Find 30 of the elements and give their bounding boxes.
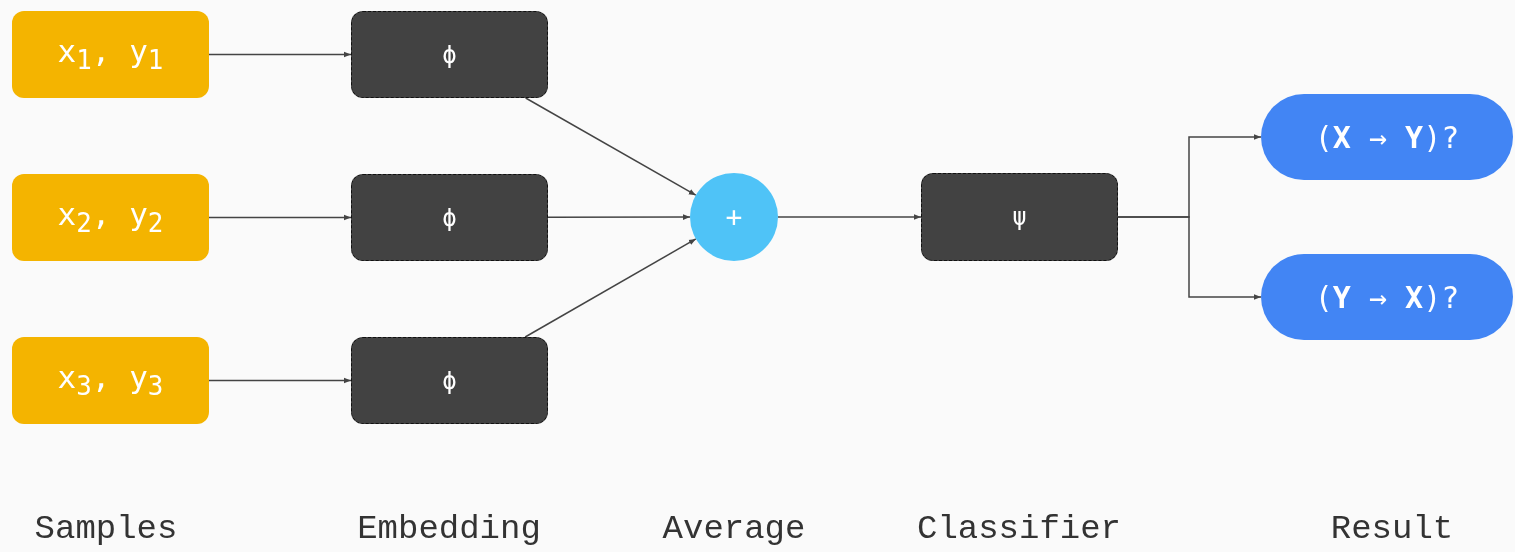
node-label: (X → Y)? [1314, 119, 1460, 155]
node-label: ϕ [442, 40, 457, 69]
node-label: x$_{2}$, y$_{2}$ [57, 196, 164, 239]
column-label: Average [662, 510, 806, 548]
arrow [208, 214, 352, 221]
column-label: Classifier [917, 510, 1121, 548]
node-label: x$_{3}$, y$_{3}$ [57, 359, 164, 402]
arrow [524, 238, 697, 338]
arrow [547, 214, 691, 220]
embedding-box [351, 174, 548, 261]
node-label: + [725, 200, 743, 234]
arrow [208, 51, 352, 58]
sample-box [12, 11, 209, 98]
node-label: ϕ [442, 203, 457, 232]
embedding-box [351, 11, 548, 98]
column-label: Samples [34, 510, 178, 548]
sample-box [12, 174, 209, 261]
node-label: x$_{1}$, y$_{1}$ [57, 33, 164, 76]
arrow [524, 97, 697, 196]
arrow [208, 377, 352, 384]
column-label: Embedding [357, 510, 541, 548]
column-label: Result [1330, 510, 1454, 548]
arrow [1117, 216, 1262, 300]
sample-box [12, 337, 209, 424]
embedding-box [921, 173, 1118, 261]
arrow [777, 214, 922, 220]
node-label: ψ [1012, 203, 1027, 231]
embedding-box [351, 337, 548, 424]
node-label: (Y → X)? [1314, 279, 1460, 315]
node-label: ϕ [442, 366, 457, 395]
